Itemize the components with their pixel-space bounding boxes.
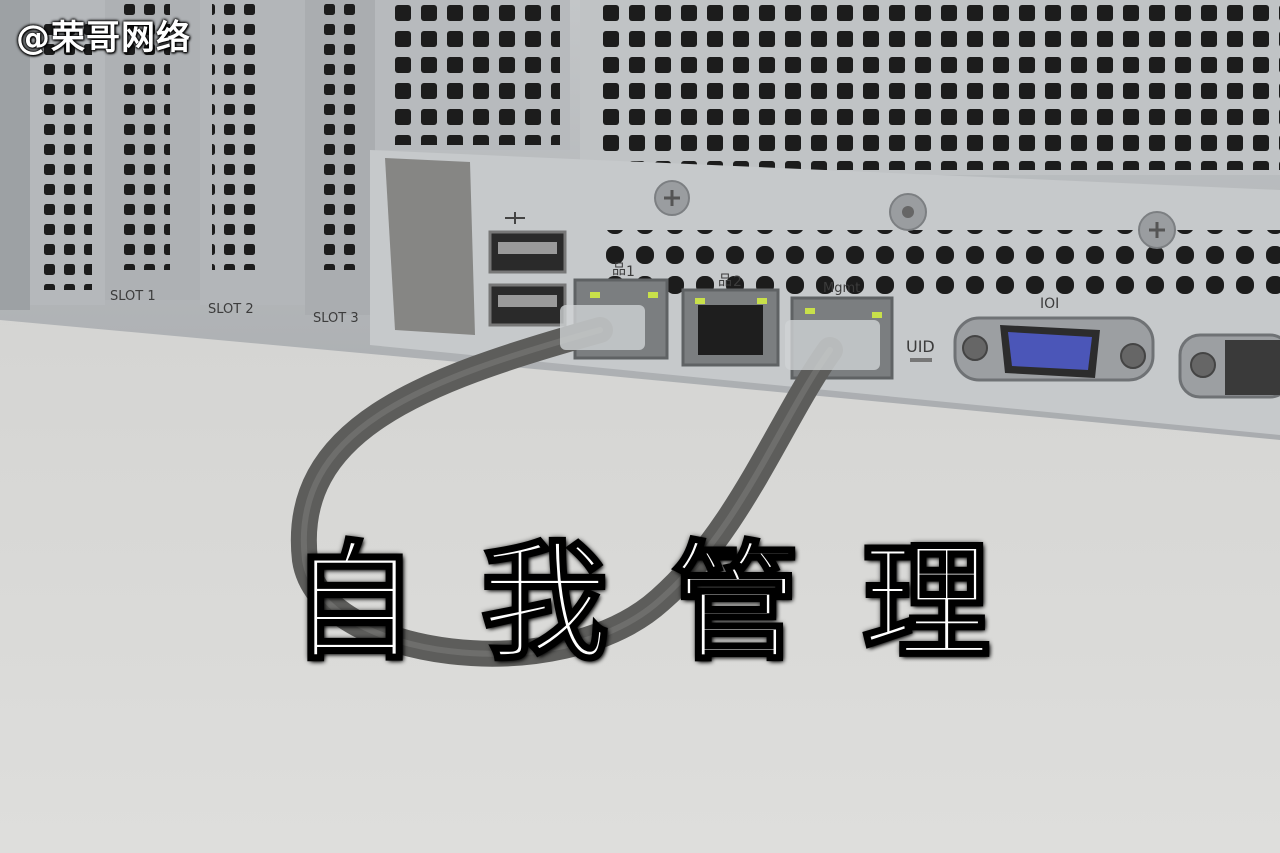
port-1-label: 1 [626, 264, 635, 280]
vent-grille-left [385, 0, 560, 145]
rj45-plug-2 [785, 320, 880, 370]
port-2-label: 2 [733, 274, 742, 290]
serial-port [1178, 333, 1280, 399]
caption-char-2: 我 [479, 529, 610, 678]
watermark: @荣哥网络 [16, 18, 191, 58]
expansion-slots: SLOT 1 SLOT 2 SLOT 3 [0, 0, 375, 326]
vent-grille-right [595, 0, 1280, 170]
slot-2-label: SLOT 2 [208, 302, 254, 317]
svg-text:品: 品 [718, 273, 732, 289]
mgmt-label: Mgmt [823, 281, 860, 296]
slot-1-label: SLOT 1 [110, 289, 156, 304]
tape-patch [385, 158, 475, 335]
patch-cable [290, 305, 880, 667]
slot-3-label: SLOT 3 [313, 311, 359, 326]
caption-char-1: 自 [288, 529, 419, 678]
usb-icon [505, 212, 525, 224]
caption-char-4: 理 [860, 529, 991, 678]
rj45-plug-1 [560, 305, 645, 350]
vga-port: IOI [953, 296, 1155, 382]
caption: 自 我 管 理 [288, 529, 991, 678]
caption-char-3: 管 [670, 529, 801, 678]
network-port-icon: 品 [612, 262, 626, 278]
uid-label: UID [906, 337, 935, 356]
usb-ports [488, 212, 567, 327]
vga-port-icon: IOI [1040, 296, 1059, 312]
screws [654, 180, 1176, 249]
